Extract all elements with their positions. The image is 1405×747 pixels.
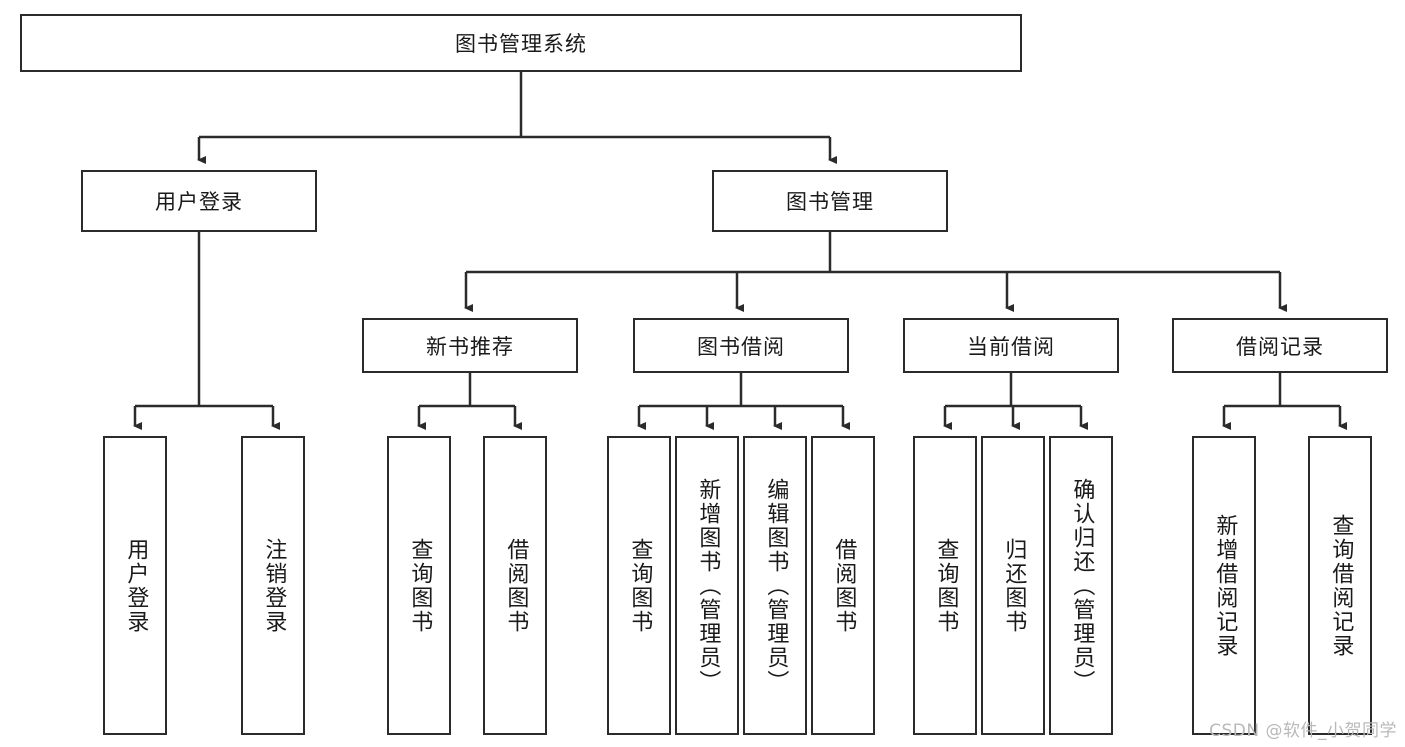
node-leaf-confirm-return-admin[interactable]: 确认归还（管理员）	[1049, 436, 1113, 735]
connector-currentborrow-to-leaves	[943, 373, 1088, 430]
node-root-system[interactable]: 图书管理系统	[20, 14, 1022, 72]
node-label: 图书借阅	[697, 334, 785, 359]
watermark-text: CSDN @软件_小贺同学	[1209, 721, 1397, 741]
node-book-manage[interactable]: 图书管理	[712, 170, 948, 232]
node-label: 用户登录	[123, 537, 149, 634]
node-leaf-query-book-rec[interactable]: 查询图书	[387, 436, 451, 735]
node-leaf-edit-book-admin[interactable]: 编辑图书（管理员）	[743, 436, 807, 735]
node-label: 图书管理	[786, 190, 874, 214]
node-label: 用户登录	[155, 190, 243, 214]
node-label: 当前借阅	[967, 334, 1055, 359]
node-label: 图书管理系统	[455, 32, 587, 56]
node-leaf-borrow-book-rec[interactable]: 借阅图书	[483, 436, 547, 735]
node-leaf-return-book[interactable]: 归还图书	[981, 436, 1045, 735]
connector-bookmanage-to-level3	[464, 232, 1287, 312]
node-label: 归还图书	[1001, 537, 1027, 634]
node-leaf-query-book-current[interactable]: 查询图书	[913, 436, 977, 735]
node-label: 借阅图书	[831, 537, 857, 634]
connector-bookborrow-to-leaves	[637, 373, 850, 430]
connector-root-to-level2	[197, 72, 837, 164]
node-leaf-query-book-borrow[interactable]: 查询图书	[607, 436, 671, 735]
connector-newbookrec-to-leaves	[417, 373, 522, 430]
node-leaf-user-logout[interactable]: 注销登录	[241, 436, 305, 735]
node-new-book-recommend[interactable]: 新书推荐	[362, 318, 578, 373]
node-leaf-add-book-admin[interactable]: 新增图书（管理员）	[675, 436, 739, 735]
node-user-login[interactable]: 用户登录	[81, 170, 317, 232]
node-label: 借阅图书	[503, 537, 529, 634]
connector-userlogin-to-leaves	[133, 232, 280, 430]
node-label: 查询图书	[407, 537, 433, 634]
node-leaf-query-borrow-record[interactable]: 查询借阅记录	[1308, 436, 1372, 735]
node-label: 借阅记录	[1236, 334, 1324, 359]
node-label: 新书推荐	[426, 334, 514, 359]
node-book-borrow[interactable]: 图书借阅	[633, 318, 849, 373]
node-label: 注销登录	[261, 537, 287, 634]
node-label: 查询图书	[933, 537, 959, 634]
node-current-borrow[interactable]: 当前借阅	[903, 318, 1119, 373]
node-label: 查询借阅记录	[1328, 513, 1354, 658]
node-label: 查询图书	[627, 537, 653, 634]
node-label: 新增借阅记录	[1212, 513, 1238, 658]
node-leaf-borrow-book[interactable]: 借阅图书	[811, 436, 875, 735]
node-leaf-add-borrow-record[interactable]: 新增借阅记录	[1192, 436, 1256, 735]
node-label: 新增图书（管理员）	[695, 477, 721, 694]
node-label: 确认归还（管理员）	[1069, 477, 1095, 694]
node-leaf-user-login[interactable]: 用户登录	[103, 436, 167, 735]
node-label: 编辑图书（管理员）	[763, 477, 789, 694]
connector-borrowrecord-to-leaves	[1222, 373, 1347, 430]
node-borrow-record[interactable]: 借阅记录	[1172, 318, 1388, 373]
